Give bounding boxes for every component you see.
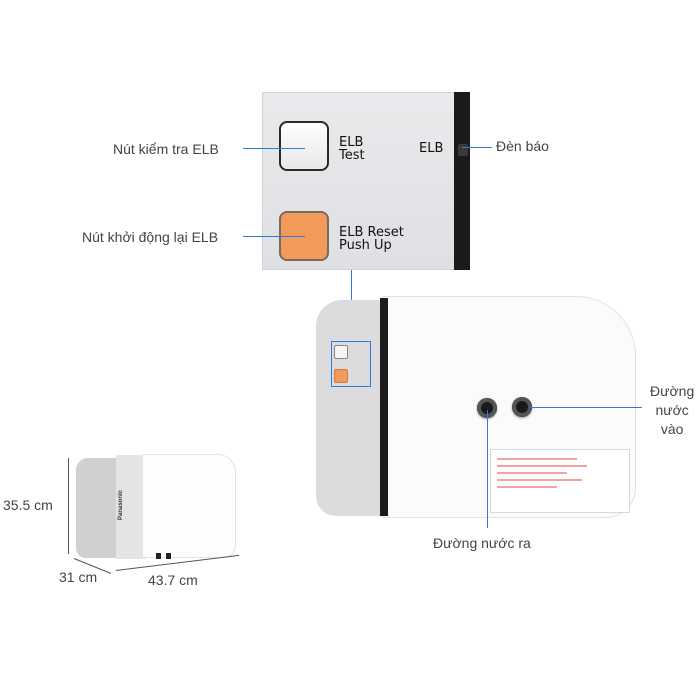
warning-sticker xyxy=(490,449,630,513)
callout-line-water-out xyxy=(487,410,488,528)
small-pipe-right xyxy=(166,553,171,559)
callout-test-button: Nút kiểm tra ELB xyxy=(113,141,219,157)
callout-line-water-in xyxy=(530,407,642,408)
heater-seam xyxy=(380,298,388,516)
elb-test-label: ELB Test xyxy=(339,135,365,163)
small-heater-band xyxy=(116,455,146,559)
height-dimension-label: 35.5 cm xyxy=(3,497,53,513)
callout-line-test xyxy=(243,148,305,149)
mini-test-button xyxy=(334,345,348,359)
brand-logo: Panasonic xyxy=(118,489,124,520)
mini-reset-button xyxy=(334,369,348,383)
small-pipe-left xyxy=(156,553,161,559)
callout-line-indicator xyxy=(462,147,492,148)
small-heater-body xyxy=(142,454,236,558)
elb-test-button xyxy=(279,121,329,171)
mini-control-panel xyxy=(331,341,371,387)
callout-indicator: Đèn báo xyxy=(496,138,549,154)
indicator-label: ELB xyxy=(419,141,444,156)
elb-reset-label: ELB Reset Push Up xyxy=(339,225,404,253)
water-outlet-pipe xyxy=(477,398,497,418)
callout-water-out: Đường nước ra xyxy=(433,535,531,551)
callout-reset-button: Nút khởi động lại ELB xyxy=(82,229,219,245)
indicator-light xyxy=(458,144,468,156)
callout-water-in: Đường nước vào xyxy=(650,383,695,437)
width-dimension-label: 43.7 cm xyxy=(148,572,198,588)
water-inlet-pipe xyxy=(512,397,532,417)
panel-edge xyxy=(454,92,470,270)
depth-dimension-label: 31 cm xyxy=(59,569,98,585)
callout-line-reset xyxy=(243,236,305,237)
height-dimension-line xyxy=(68,458,69,554)
